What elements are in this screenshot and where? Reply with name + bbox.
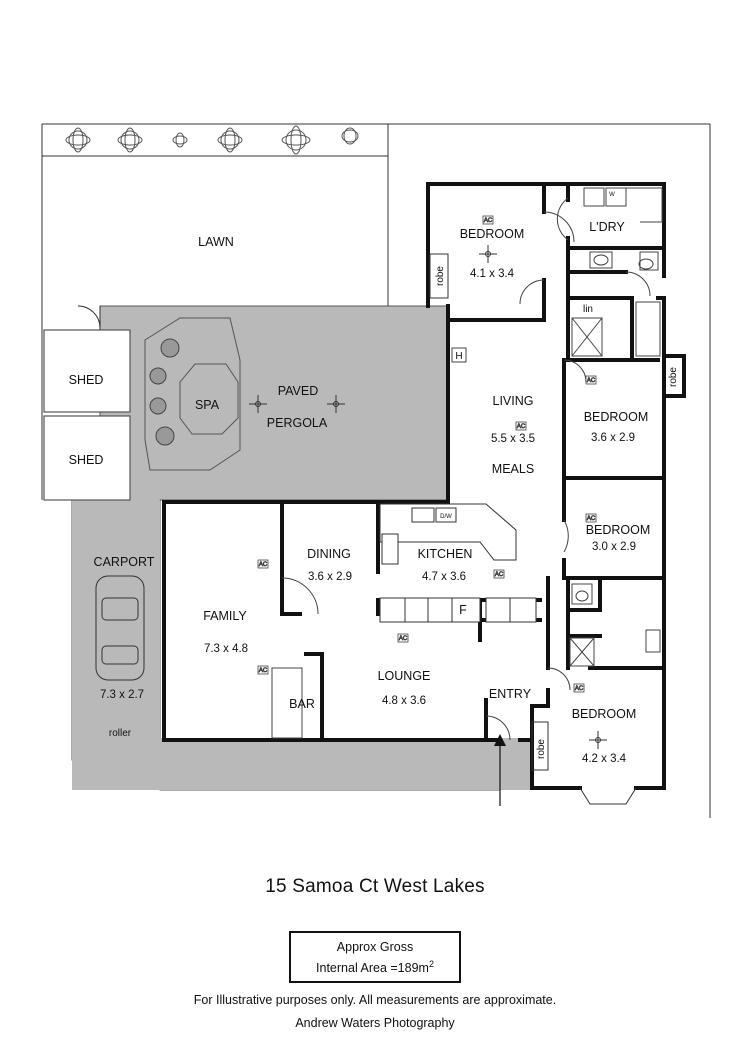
- area-box: Approx Gross Internal Area =189m2: [289, 931, 461, 983]
- floor-plan: AC AC AC AC AC AC AC AC AC LAWN SHED SHED CARPOR…: [41, 123, 711, 818]
- label-bedroom-1-dim: 4.1 x 3.4: [470, 268, 515, 280]
- ac-label: AC: [399, 636, 408, 642]
- label-bar: BAR: [289, 697, 315, 711]
- area-unit-superscript: 2: [428, 959, 434, 969]
- bar-counter: [271, 667, 303, 739]
- ceiling-fan-icons: [249, 245, 607, 749]
- room-labels: LAWN SHED SHED CARPORT 7.3 x 2.7 roller …: [69, 192, 679, 765]
- kitchen-benches: [379, 503, 537, 623]
- label-roller: roller: [109, 728, 132, 739]
- entry-arrow-icon: [494, 734, 506, 806]
- label-kitchen-dim: 4.7 x 3.6: [422, 571, 466, 583]
- label-robe-2: robe: [668, 367, 679, 387]
- ac-label: AC: [259, 668, 268, 674]
- ac-label: AC: [575, 686, 584, 692]
- label-bedroom-4-dim: 4.2 x 3.4: [582, 753, 627, 765]
- heater-icon: [451, 347, 467, 363]
- area-line-2: Internal Area =189m2: [291, 956, 459, 977]
- label-paved: PAVED: [278, 384, 319, 398]
- label-living-dim: 5.5 x 3.5: [491, 433, 535, 445]
- area-line-1: Approx Gross: [336, 940, 414, 954]
- label-lounge: LOUNGE: [378, 669, 431, 683]
- label-fridge: F: [459, 603, 467, 617]
- label-bedroom-2: BEDROOM: [584, 410, 649, 424]
- label-bedroom-2-dim: 3.6 x 2.9: [591, 432, 635, 444]
- label-bedroom-3: BEDROOM: [586, 523, 651, 537]
- label-bedroom-3-dim: 3.0 x 2.9: [592, 541, 636, 553]
- ac-label: AC: [517, 424, 526, 430]
- label-pergola: PERGOLA: [267, 416, 328, 430]
- ac-label: AC: [587, 378, 596, 384]
- ac-label: AC: [495, 572, 504, 578]
- carport-slab: [72, 500, 160, 790]
- spa-enclosure: [144, 317, 241, 471]
- label-kitchen: KITCHEN: [418, 547, 473, 561]
- label-meals: MEALS: [492, 462, 534, 476]
- property-address: 15 Samoa Ct West Lakes: [265, 876, 485, 897]
- label-entry: ENTRY: [489, 687, 532, 701]
- site-boundary: [41, 123, 711, 818]
- label-lounge-dim: 4.8 x 3.6: [382, 695, 426, 707]
- credit-text: Andrew Waters Photography: [295, 1016, 455, 1030]
- label-family-dim: 7.3 x 4.8: [204, 643, 248, 655]
- ac-label: AC: [484, 218, 493, 224]
- label-shed-1: SHED: [69, 373, 104, 387]
- car-icon: [95, 575, 145, 681]
- label-linen: lin: [583, 304, 593, 315]
- label-robe-4: robe: [536, 739, 547, 759]
- ac-markers: AC AC AC AC AC AC AC AC AC: [257, 215, 597, 693]
- area-value: Internal Area =189m: [316, 961, 429, 976]
- disclaimer-text: For Illustrative purposes only. All meas…: [193, 993, 557, 1007]
- label-bedroom-1: BEDROOM: [460, 227, 525, 241]
- label-dining-dim: 3.6 x 2.9: [308, 571, 352, 583]
- label-bedroom-4: BEDROOM: [572, 707, 637, 721]
- label-family: FAMILY: [203, 609, 247, 623]
- shrub-icons: [65, 125, 359, 155]
- label-heater: H: [455, 351, 462, 362]
- lower-paving: [72, 738, 532, 790]
- sheds: [43, 305, 131, 501]
- label-washer: W: [609, 192, 615, 198]
- label-spa: SPA: [195, 398, 220, 412]
- label-lawn: LAWN: [198, 235, 234, 249]
- label-shed-2: SHED: [69, 453, 104, 467]
- label-carport-dim: 7.3 x 2.7: [100, 689, 144, 701]
- label-carport: CARPORT: [94, 555, 155, 569]
- label-laundry: L'DRY: [589, 220, 625, 234]
- label-dishwasher: D/W: [440, 514, 452, 520]
- label-robe-1: robe: [435, 266, 446, 286]
- ac-label: AC: [259, 562, 268, 568]
- label-dining: DINING: [307, 547, 351, 561]
- bathroom-fixtures: [569, 187, 663, 667]
- ac-label: AC: [587, 516, 596, 522]
- label-living: LIVING: [493, 394, 534, 408]
